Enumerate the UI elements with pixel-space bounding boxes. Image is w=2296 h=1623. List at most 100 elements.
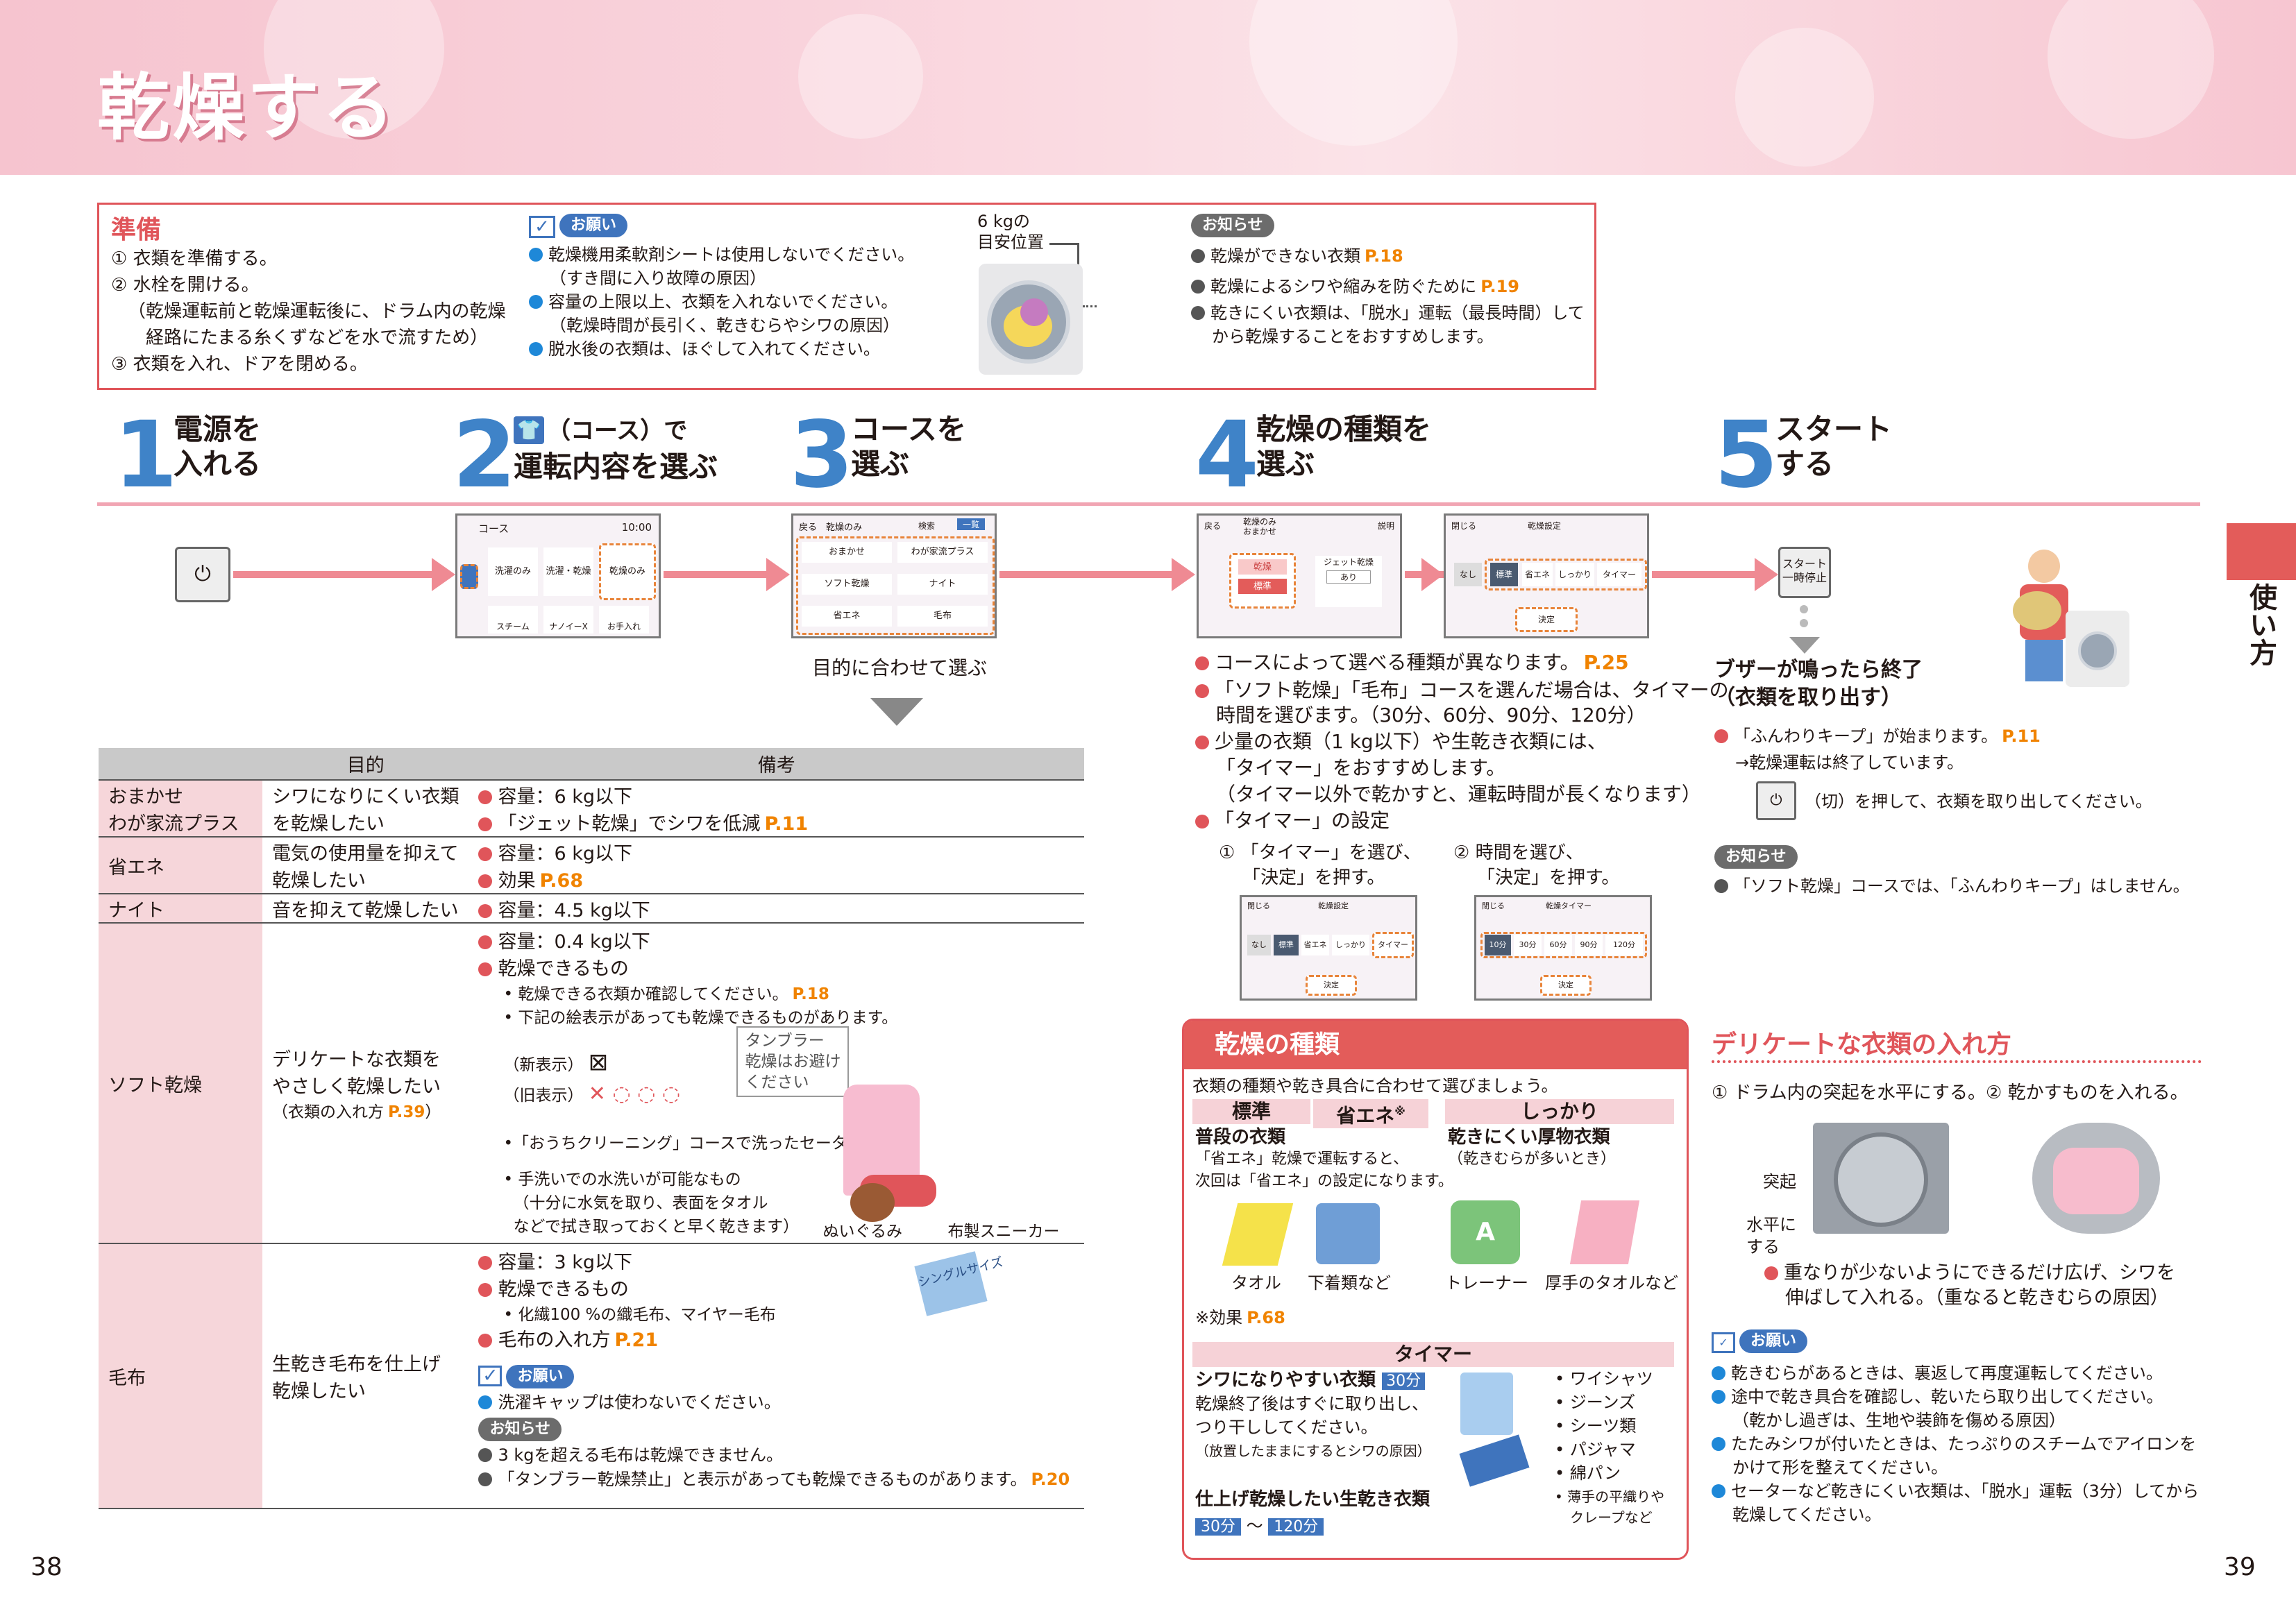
power-button[interactable]: ⏻	[175, 547, 230, 602]
check-icon: ✓	[1712, 1332, 1735, 1353]
screen-dry-type: 戻る 乾燥のみおまかせ 説明 乾燥 標準 ジェット乾燥 あり	[1197, 513, 1402, 638]
kg-leader	[1049, 243, 1079, 245]
sweater-in-drum-illustration	[2032, 1123, 2160, 1234]
screen-dry-course: 戻る 乾燥のみ 検索 一覧 おまかせ わが家流プラス ソフト乾燥 ナイト 省エネ…	[791, 513, 997, 638]
person-illustration	[2013, 550, 2075, 688]
step-number: 5	[1714, 402, 1778, 509]
notice-badge: お知らせ	[1714, 845, 1798, 869]
request-line: 乾燥機用柔軟剤シートは使用しないでください。	[548, 245, 915, 264]
prep-line: （乾燥運転前と乾燥運転後に、ドラム内の乾燥	[128, 301, 506, 322]
course-option[interactable]: おまかせ	[802, 542, 892, 563]
table-row: ナイト 音を抑えて乾燥したい 容量：4.5 kg以下	[99, 894, 1084, 924]
tumble-note: タンブラー乾燥はお避けください	[736, 1026, 850, 1097]
request-line: 脱水後の衣類は、ほぐして入れてください。	[548, 339, 880, 359]
step-label: 選ぶ	[1256, 447, 1315, 481]
screen-timer-time: 閉じる 乾燥タイマー 10分 30分 60分 90分 120分 決定	[1474, 895, 1652, 1001]
start-pause-button[interactable]: スタート一時停止	[1778, 547, 1831, 598]
prep-line: 経路にたまる糸くずなどを水で流すため）	[146, 328, 489, 348]
course-option[interactable]: 毛布	[897, 606, 988, 627]
step-number: 1	[114, 402, 178, 509]
step-label: 乾燥の種類を	[1256, 412, 1432, 446]
down-arrow	[870, 698, 923, 726]
dry-kinds-box	[1182, 1019, 1689, 1560]
step-label: 電源を	[174, 412, 262, 446]
step-number: 4	[1195, 402, 1259, 509]
step4-note: 少量の衣類（1 kg以下）や生乾き衣類には、	[1215, 730, 1607, 753]
teddy-bear-illustration	[850, 1183, 895, 1222]
power-off-button[interactable]: ⏻	[1756, 781, 1796, 820]
table-row: おまかせわが家流プラス シワになりにくい衣類を乾燥したい 容量：6 kg以下「ジ…	[99, 780, 1084, 838]
table-row: 毛布 生乾き毛布を仕上げ乾燥したい 容量：3 kg以下 乾燥できるもの • 化繊…	[99, 1243, 1084, 1509]
shirt-illustration	[1460, 1373, 1513, 1435]
step5-title: ブザーが鳴ったら終了	[1714, 658, 1923, 682]
side-tab	[2227, 523, 2296, 580]
course-tab-icon[interactable]	[460, 564, 478, 589]
washer-illustration	[979, 264, 1083, 375]
page-ref: P.25	[1583, 651, 1629, 674]
step-label: する	[1775, 447, 1834, 481]
course-option[interactable]: わが家流プラス	[897, 542, 988, 563]
table-header: 目的	[262, 748, 469, 781]
prep-heading: 準備	[111, 216, 162, 244]
notice-badge: お知らせ	[1191, 214, 1274, 237]
screen-course-menu: コース 10:00 洗濯のみ 洗濯・乾燥 乾燥のみ スチーム ナノイーX お手入…	[455, 513, 661, 638]
request-line: （乾燥時間が長引く、乾きむらやシワの原因）	[550, 316, 900, 335]
notice-line: 乾燥によるシワや縮みを防ぐために	[1210, 277, 1477, 296]
step-divider	[97, 502, 2200, 506]
page-ref: P.68	[539, 870, 584, 892]
course-option[interactable]: ナイト	[897, 574, 988, 595]
check-icon: ✓	[478, 1365, 503, 1386]
notice-line: 乾燥ができない衣類	[1210, 246, 1360, 266]
step4-note: 時間を選びます。（30分、60分、90分、120分）	[1216, 704, 1646, 726]
step-label: 選ぶ	[851, 447, 910, 481]
request-line: （すき間に入り故障の原因）	[550, 269, 766, 288]
course-option[interactable]: ソフト乾燥	[802, 574, 892, 595]
step5-subtitle: （衣類を取り出す）	[1714, 686, 1902, 710]
step-number: 3	[790, 402, 854, 509]
table-header: 備考	[469, 748, 1084, 781]
screen-timer-select: 閉じる 乾燥設定 なし 標準 省エネ しっかり タイマー 決定	[1240, 895, 1417, 1001]
page-title: 乾燥する	[97, 65, 398, 150]
care-symbol-icon: ✕ ◌ ◌ ◌	[588, 1082, 681, 1106]
kg-label: 目安位置	[977, 232, 1044, 252]
step-label: 入れる	[174, 447, 262, 481]
page-ref: P.18	[1365, 246, 1403, 266]
dry-kinds-title: 乾燥の種類	[1184, 1021, 1687, 1069]
page-ref: P.68	[1247, 1308, 1285, 1327]
notice-line: 乾きにくい衣類は、「脱水」運転（最長時間）して	[1210, 303, 1585, 323]
notice-line: から乾燥することをおすすめします。	[1212, 327, 1494, 346]
page-ref: P.11	[2002, 726, 2041, 746]
delicate-title: デリケートな衣類の入れ方	[1712, 1030, 2012, 1059]
step4-note: 「タイマー」をおすすめします。	[1216, 756, 1506, 779]
page-number-right: 39	[2224, 1553, 2256, 1581]
step-label: スタート	[1775, 412, 1893, 446]
preparation-box	[97, 203, 1596, 390]
course-button-dry[interactable]: 乾燥のみ	[599, 543, 656, 600]
course-button[interactable]: 洗濯・乾燥	[543, 547, 593, 596]
step-number: 2	[453, 402, 516, 509]
request-badge: ✓お願い	[1712, 1329, 1808, 1353]
shirt-icon: 👕	[514, 416, 544, 444]
prep-line: ② 水栓を開ける。	[111, 275, 260, 296]
prep-line: ① 衣類を準備する。	[111, 248, 278, 269]
page-number-left: 38	[31, 1553, 62, 1581]
course-table: 目的 備考 おまかせわが家流プラス シワになりにくい衣類を乾燥したい 容量：6 …	[99, 748, 1084, 1509]
drum-illustration	[1813, 1123, 1949, 1234]
step-label: コースを	[851, 412, 966, 446]
course-option[interactable]: 省エネ	[802, 606, 892, 627]
screen-dry-setting: 閉じる 乾燥設定 なし 標準 省エネ しっかり タイマー 決定	[1444, 513, 1649, 638]
page-ref: P.19	[1480, 277, 1519, 296]
dry-type-value[interactable]: 標準	[1238, 579, 1287, 594]
course-button[interactable]: 洗濯のみ	[488, 547, 538, 596]
step-label: （コース）で	[547, 417, 688, 445]
step4-note: 「ソフト乾燥」「毛布」コースを選んだ場合は、タイマーの	[1215, 679, 1729, 702]
select-by-purpose: 目的に合わせて選ぶ	[812, 656, 988, 679]
page-ref: P.11	[764, 813, 809, 835]
step4-note: 「タイマー」の設定	[1215, 809, 1390, 832]
side-tab-label: 使い方	[2245, 583, 2277, 666]
step4-note: コースによって選べる種類が異なります。	[1215, 651, 1580, 674]
trainer-illustration: A	[1451, 1200, 1520, 1264]
step-label: 運転内容を選ぶ	[514, 450, 718, 484]
